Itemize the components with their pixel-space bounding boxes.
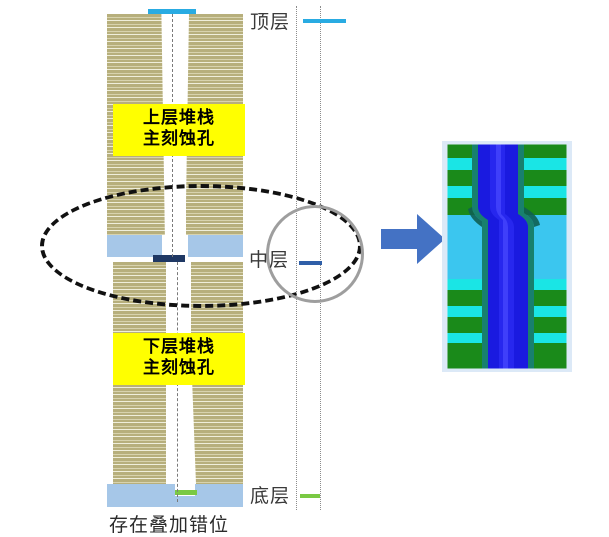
legend-label-top-layer: 顶层	[250, 12, 291, 33]
lower-stack-callout-line1: 下层堆栈	[143, 337, 215, 356]
legend-marker-middle-layer	[299, 261, 322, 265]
upper-stack-callout-line1: 上层堆栈	[143, 108, 215, 127]
upper-stack-callout-line2: 主刻蚀孔	[143, 129, 215, 148]
legend-label-middle-layer: 中层	[249, 250, 290, 271]
lower-stack-callout-line2: 主刻蚀孔	[143, 358, 215, 377]
transition-arrow-icon	[381, 214, 445, 264]
simulation-inset-graphic	[444, 141, 570, 372]
middle-layer-highlight-circle	[266, 205, 364, 303]
legend-marker-bottom-layer	[300, 494, 320, 498]
bottom-layer-marker-bar	[175, 490, 197, 495]
legend-label-bottom-layer: 底层	[250, 486, 291, 507]
upper-stack-callout: 上层堆栈 主刻蚀孔	[113, 104, 245, 156]
lower-stack-callout: 下层堆栈 主刻蚀孔	[113, 333, 245, 385]
diagram-caption: 存在叠加错位	[109, 515, 230, 536]
simulation-inset	[442, 141, 572, 372]
legend-marker-top-layer	[303, 19, 346, 23]
top-layer-marker-bar	[148, 9, 196, 14]
